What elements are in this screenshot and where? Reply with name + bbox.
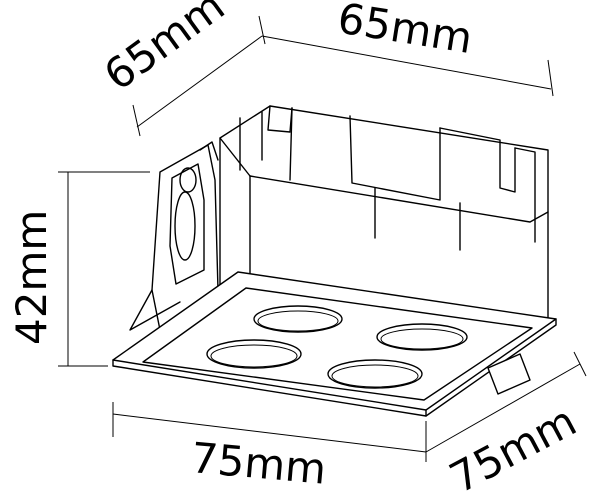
label-height: 42mm: [7, 210, 56, 345]
dimension-top-width-line: [261, 35, 554, 97]
trim-frame: [112, 271, 557, 417]
spring-clip: [129, 141, 219, 331]
dimension-bottom-depth-line: [425, 351, 587, 453]
lens-top-left: [253, 305, 343, 333]
lens-top-right: [376, 323, 468, 351]
label-bottom-width: 75mm: [189, 433, 328, 494]
lens-openings: [206, 305, 468, 389]
dimension-bottom-width-line: [112, 402, 427, 462]
lens-bottom-left: [206, 339, 302, 369]
fixture-housing: [219, 105, 549, 331]
label-bottom-depth: 75mm: [442, 396, 584, 502]
dimension-height-line: [58, 171, 150, 367]
lens-bottom-right: [327, 359, 423, 389]
dimension-top-depth-line: [132, 15, 266, 137]
label-top-depth: 65mm: [95, 0, 233, 100]
